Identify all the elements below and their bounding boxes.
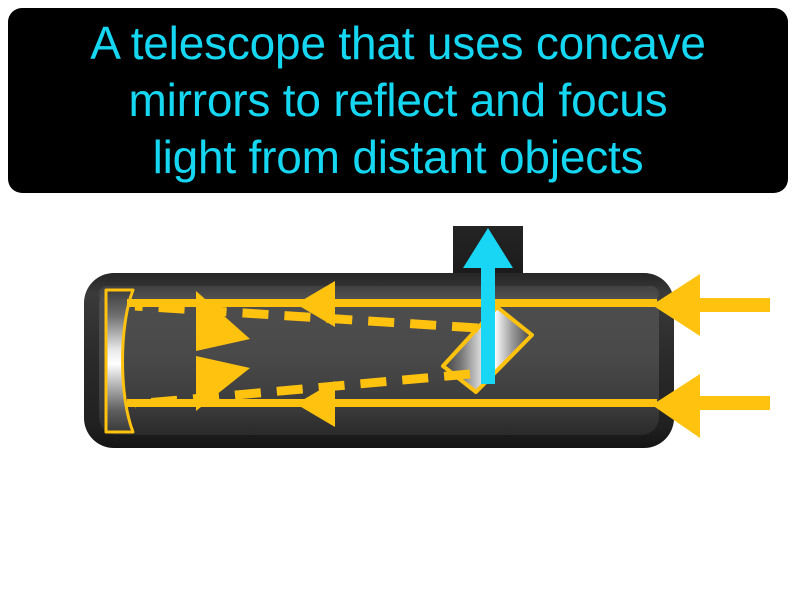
eyepiece-exit-ray	[463, 228, 513, 384]
definition-banner: A telescope that uses concave mirrors to…	[8, 8, 788, 193]
reflected-ray-top	[134, 291, 479, 351]
telescope-diagram	[0, 196, 800, 476]
primary-concave-mirror	[104, 288, 135, 434]
definition-text: A telescope that uses concave mirrors to…	[90, 17, 706, 183]
ray-path-top-incoming	[127, 281, 657, 327]
reflected-ray-bottom	[134, 356, 471, 411]
incoming-light-ray-top	[652, 274, 770, 336]
ray-path-bottom-incoming	[127, 381, 657, 427]
incoming-light-ray-bottom	[652, 374, 770, 438]
telescope-svg	[84, 226, 770, 448]
